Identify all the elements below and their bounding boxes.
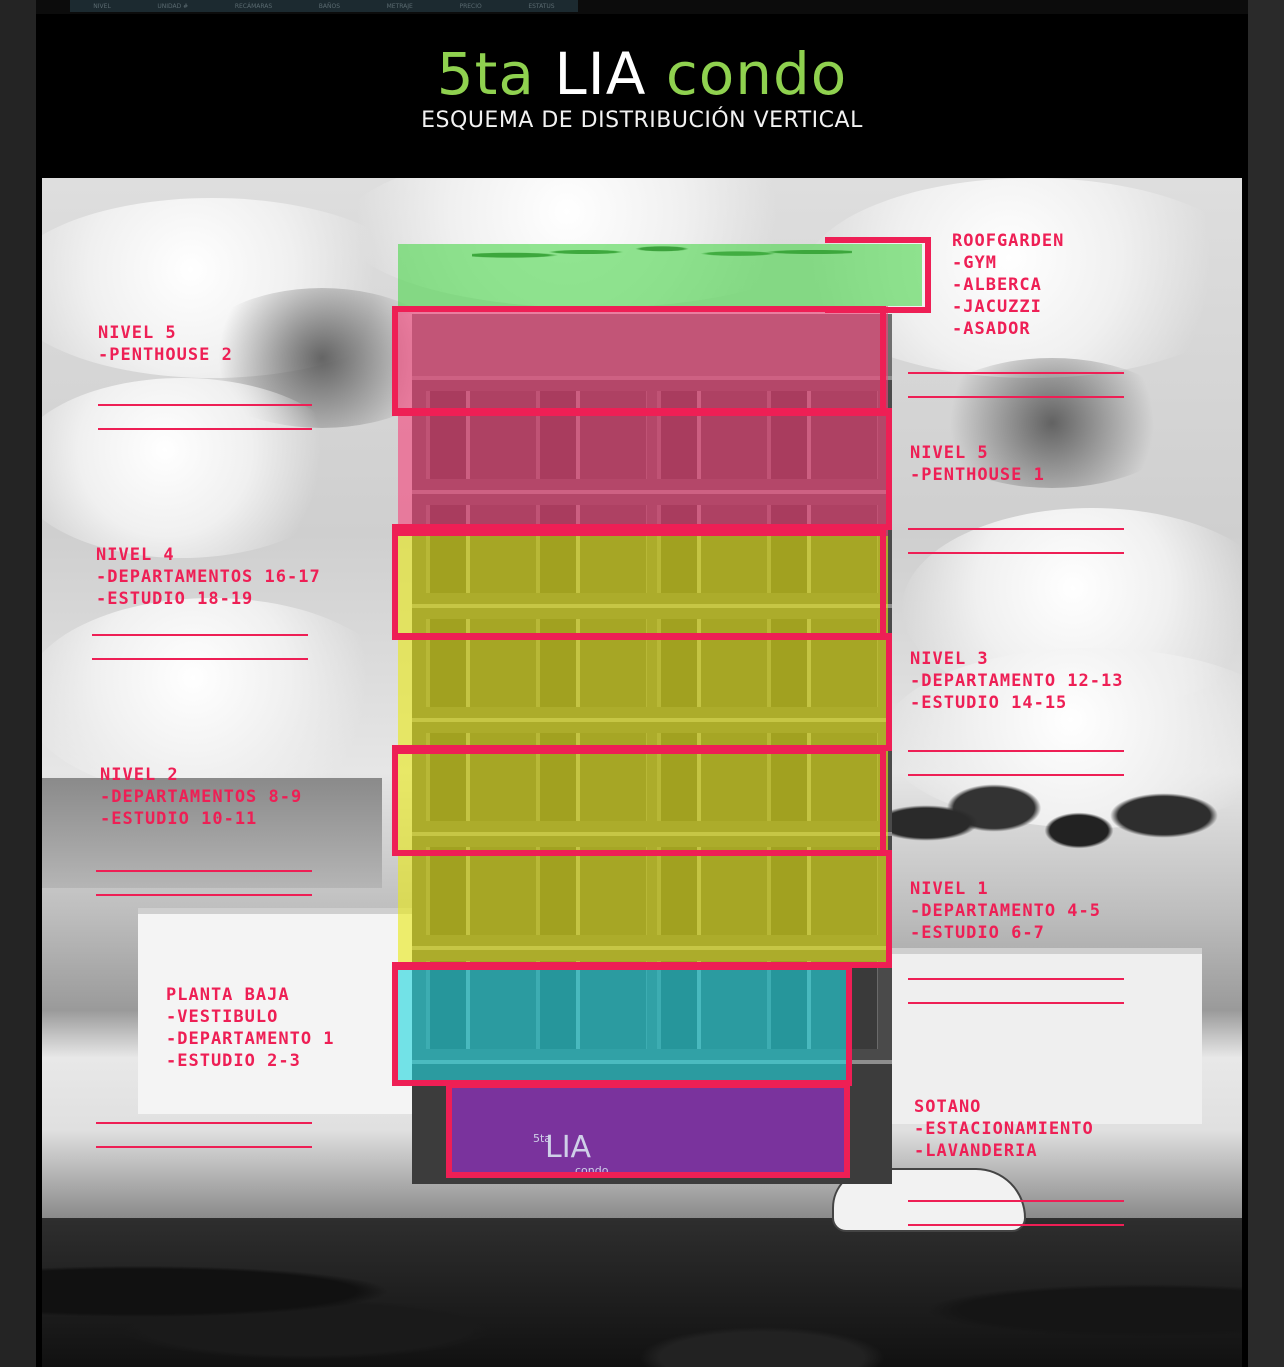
- nivel5-item: -PENTHOUSE 1: [910, 465, 1045, 485]
- leader-line: [96, 894, 312, 896]
- sotano-item: -ESTACIONAMIENTO: [914, 1119, 1094, 1139]
- ground-overlay: [398, 966, 852, 1086]
- sign-top: 5ta: [533, 1132, 552, 1145]
- leader-line: [908, 528, 1124, 530]
- top-table-header: NIVEL UNIDAD # RECÁMARAS BAÑOS METRAJE P…: [70, 0, 578, 12]
- basement-overlay: [452, 1086, 846, 1178]
- nivel1-title: NIVEL 1: [910, 879, 989, 899]
- nivel5-title: NIVEL 5: [910, 443, 989, 463]
- leader-line: [96, 1146, 312, 1148]
- nivel6-outline: [392, 306, 886, 416]
- cloud: [42, 378, 352, 558]
- label-nivel3: NIVEL 3 -DEPARTAMENTO 12-13 -ESTUDIO 14-…: [910, 648, 1123, 714]
- label-nivel6: NIVEL 5 -PENTHOUSE 2: [98, 322, 233, 366]
- leader-line: [908, 1002, 1124, 1004]
- col-unidad: UNIDAD #: [157, 2, 189, 10]
- panel-header: 5ta LIA condo ESQUEMA DE DISTRIBUCIÓN VE…: [36, 14, 1248, 178]
- label-planta-baja: PLANTA BAJA -VESTIBULO -DEPARTAMENTO 1 -…: [166, 984, 335, 1072]
- nivel3-title: NIVEL 3: [910, 649, 989, 669]
- planta-item: -ESTUDIO 2-3: [166, 1051, 301, 1071]
- nivel4-title: NIVEL 4: [96, 545, 175, 565]
- planta-item: -DEPARTAMENTO 1: [166, 1029, 335, 1049]
- leader-line: [908, 774, 1124, 776]
- leader-line: [96, 870, 312, 872]
- nivel6-title: NIVEL 5: [98, 323, 177, 343]
- leader-line: [92, 634, 308, 636]
- col-estatus: ESTATUS: [528, 2, 555, 10]
- title-5ta: 5ta: [436, 40, 535, 108]
- palm-trees: [892, 778, 1232, 928]
- label-nivel1: NIVEL 1 -DEPARTAMENTO 4-5 -ESTUDIO 6-7: [910, 878, 1101, 944]
- label-nivel4: NIVEL 4 -DEPARTAMENTOS 16-17 -ESTUDIO 18…: [96, 544, 321, 610]
- cloud: [42, 598, 402, 798]
- dark-cloud: [922, 358, 1182, 488]
- sea: [42, 778, 382, 888]
- nivel3-outline: [392, 633, 892, 751]
- planta-outline: [392, 964, 852, 1086]
- roof-item: -ALBERCA: [952, 275, 1042, 295]
- roof-outline: [825, 237, 931, 313]
- nivel6-item: -PENTHOUSE 2: [98, 345, 233, 365]
- title-lia: LIA: [554, 40, 647, 108]
- nivel5-outline: [392, 408, 892, 530]
- nivel2-item: -DEPARTAMENTOS 8-9: [100, 787, 303, 807]
- leader-line: [98, 404, 312, 406]
- leader-line: [908, 372, 1124, 374]
- col-banos: BAÑOS: [318, 2, 341, 10]
- distribution-panel: 5ta LIA condo ESQUEMA DE DISTRIBUCIÓN VE…: [36, 14, 1248, 1367]
- leader-line: [908, 978, 1124, 980]
- leader-line: [908, 552, 1124, 554]
- penthouse-overlay: [398, 306, 888, 536]
- nivel2-item: -ESTUDIO 10-11: [100, 809, 258, 829]
- nivel4-item: -ESTUDIO 18-19: [96, 589, 254, 609]
- leader-line: [908, 1224, 1124, 1226]
- nivel1-item: -ESTUDIO 6-7: [910, 923, 1045, 943]
- right-background: [1248, 0, 1284, 1367]
- leader-line: [98, 428, 312, 430]
- brand-title: 5ta LIA condo: [36, 40, 1248, 108]
- col-nivel: NIVEL: [93, 2, 111, 10]
- label-nivel2: NIVEL 2 -DEPARTAMENTOS 8-9 -ESTUDIO 10-1…: [100, 764, 302, 830]
- sotano-item: -LAVANDERIA: [914, 1141, 1038, 1161]
- label-roofgarden: ROOFGARDEN -GYM -ALBERCA -JACUZZI -ASADO…: [952, 230, 1064, 340]
- nivel2-outline: [392, 748, 886, 856]
- leader-line: [908, 750, 1124, 752]
- sign-main: LIA: [545, 1130, 592, 1165]
- foreground-vegetation: [42, 1178, 1242, 1367]
- leader-line: [96, 1122, 312, 1124]
- adjacent-building-right: [882, 948, 1202, 1124]
- roof-title: ROOFGARDEN: [952, 231, 1065, 251]
- subtitle: ESQUEMA DE DISTRIBUCIÓN VERTICAL: [421, 108, 863, 133]
- nivel4-outline: [392, 530, 886, 640]
- leader-line: [92, 658, 308, 660]
- leader-line: [908, 396, 1124, 398]
- nivel2-title: NIVEL 2: [100, 765, 179, 785]
- label-nivel5: NIVEL 5 -PENTHOUSE 1: [910, 442, 1045, 486]
- planta-item: -VESTIBULO: [166, 1007, 279, 1027]
- sotano-outline: [446, 1082, 850, 1178]
- nivel1-item: -DEPARTAMENTO 4-5: [910, 901, 1101, 921]
- planta-title: PLANTA BAJA: [166, 985, 290, 1005]
- roof-item: -JACUZZI: [952, 297, 1042, 317]
- nivel3-item: -DEPARTAMENTO 12-13: [910, 671, 1124, 691]
- roof-item: -ASADOR: [952, 319, 1031, 339]
- title-condo: condo: [665, 40, 848, 108]
- lia-sign: 5ta LIA condo: [517, 1124, 637, 1184]
- building-render: 5ta LIA condo ROOFGARDEN -GYM -ALBERCA -…: [42, 178, 1242, 1367]
- roof-item: -GYM: [952, 253, 997, 273]
- sotano-title: SOTANO: [914, 1097, 982, 1117]
- nivel3-item: -ESTUDIO 14-15: [910, 693, 1068, 713]
- leader-line: [908, 1200, 1124, 1202]
- col-recamaras: RECÁMARAS: [234, 2, 273, 10]
- nivel4-item: -DEPARTAMENTOS 16-17: [96, 567, 321, 587]
- col-metraje: METRAJE: [386, 2, 413, 10]
- col-precio: PRECIO: [459, 2, 482, 10]
- adjacent-building-left: [138, 908, 438, 1114]
- left-background: [0, 0, 36, 1367]
- nivel1-outline: [392, 850, 892, 968]
- label-sotano: SOTANO -ESTACIONAMIENTO -LAVANDERIA: [914, 1096, 1094, 1162]
- roof-overlay: [398, 244, 922, 306]
